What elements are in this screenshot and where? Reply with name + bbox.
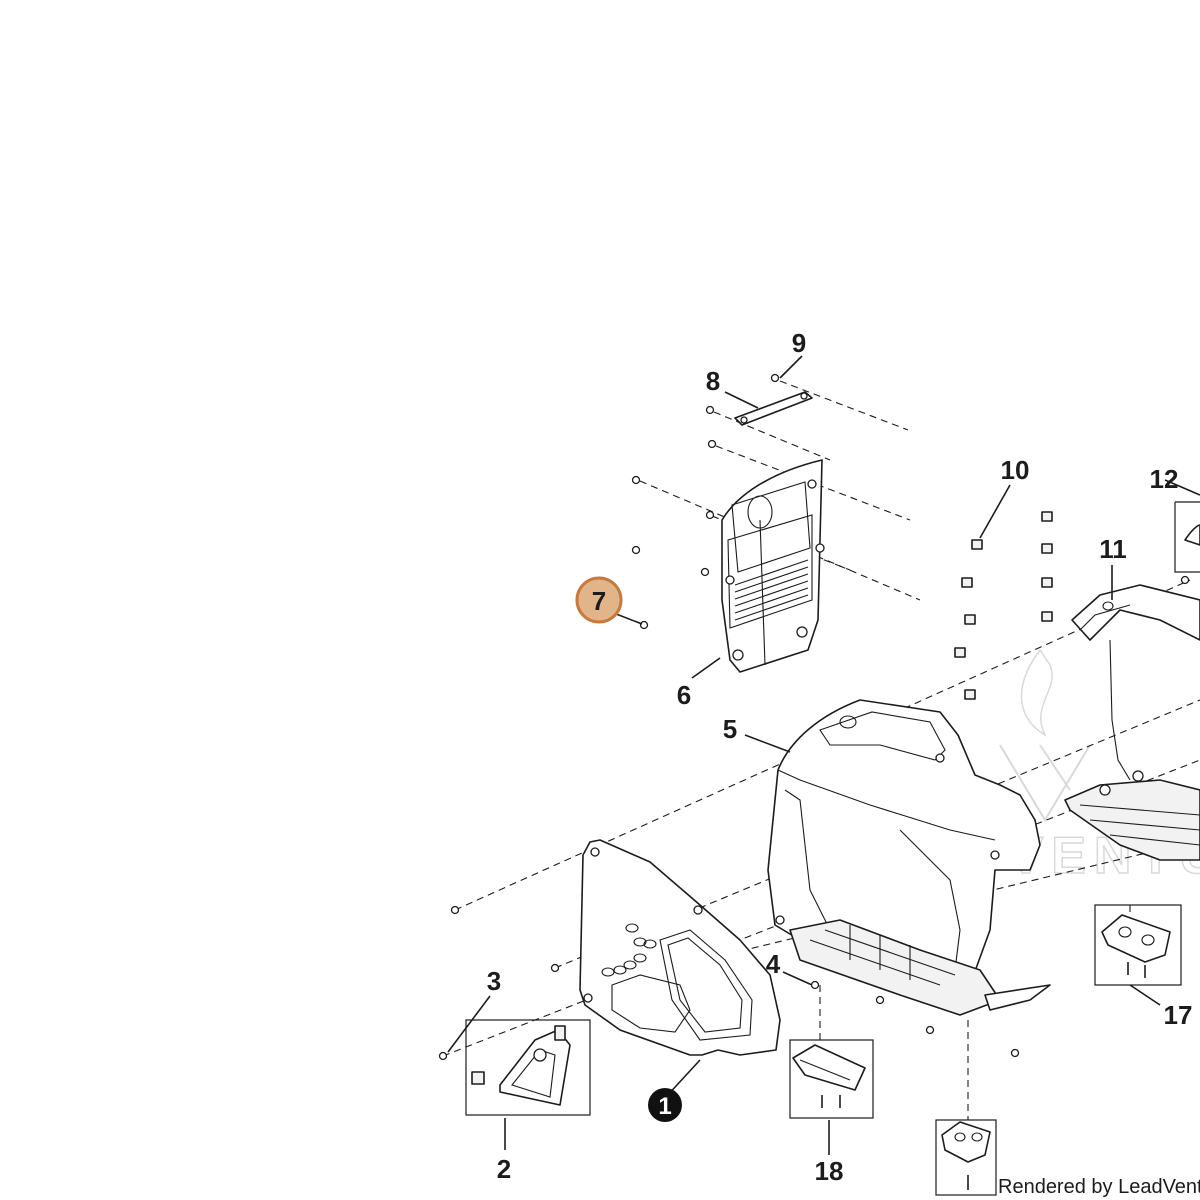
callout-8[interactable]: 8 [706, 366, 720, 396]
callout-6[interactable]: 6 [677, 680, 691, 710]
part-11-frame [1064, 584, 1200, 861]
rendered-by-footer: Rendered by LeadVenture [998, 1176, 1200, 1198]
foot-box [935, 1119, 997, 1196]
fastener-screws [438, 373, 1190, 1061]
callout-11[interactable]: 11 [1099, 534, 1127, 564]
callout-labels: 9 8 10 12 11 6 5 3 4 17 2 18 [487, 328, 1193, 1186]
part-6-grille-panel [721, 459, 825, 673]
callout-7-highlighted[interactable]: 7 [575, 576, 623, 624]
part-10-clips [954, 511, 1053, 700]
part-18-box [789, 1039, 874, 1119]
part-17-box [1094, 904, 1182, 986]
callout-1-filled[interactable]: 1 [648, 1088, 682, 1122]
callout-2[interactable]: 2 [497, 1154, 511, 1184]
part-5-main-housing [767, 699, 1051, 1016]
callout-5[interactable]: 5 [723, 714, 737, 744]
callout-7[interactable]: 7 [592, 586, 606, 616]
part-1-side-cover [579, 839, 781, 1056]
callout-10[interactable]: 10 [1001, 455, 1030, 485]
part-8-trim-strip [734, 391, 813, 426]
callout-1[interactable]: 1 [658, 1093, 671, 1120]
callout-18[interactable]: 18 [815, 1156, 844, 1186]
part-12-box [1174, 501, 1200, 573]
callout-3[interactable]: 3 [487, 966, 501, 996]
callout-12[interactable]: 12 [1150, 464, 1179, 494]
part-2-box [465, 1019, 591, 1116]
callout-17[interactable]: 17 [1164, 1000, 1193, 1030]
callout-9[interactable]: 9 [792, 328, 806, 358]
callout-4[interactable]: 4 [766, 949, 781, 979]
